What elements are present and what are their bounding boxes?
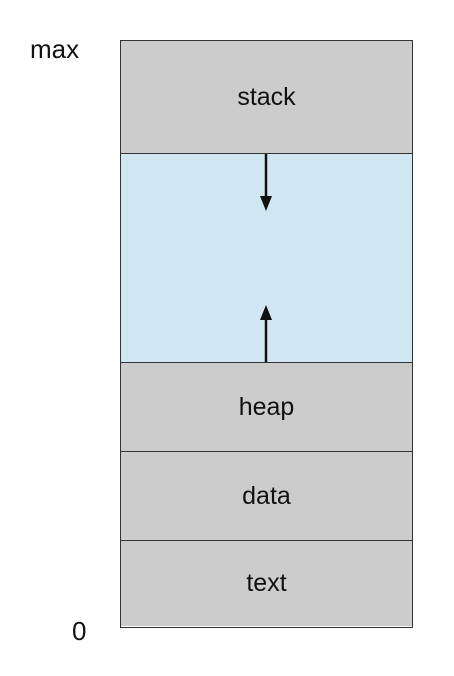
arrow-down-icon [260, 154, 272, 211]
stack-segment: stack [121, 41, 412, 153]
heap-label: heap [238, 392, 295, 421]
stack-label: stack [237, 82, 296, 111]
arrow-up-icon [260, 305, 272, 362]
free-space-region [121, 153, 412, 362]
heap-segment: heap [121, 362, 412, 451]
text-label: text [246, 569, 287, 597]
data-label: data [242, 481, 291, 510]
data-segment: data [121, 451, 412, 540]
max-address-label: max [30, 34, 80, 64]
text-segment: text [121, 540, 412, 626]
memory-layout-diagram: stack heap data text [120, 40, 413, 628]
zero-address-label: 0 [72, 616, 87, 646]
